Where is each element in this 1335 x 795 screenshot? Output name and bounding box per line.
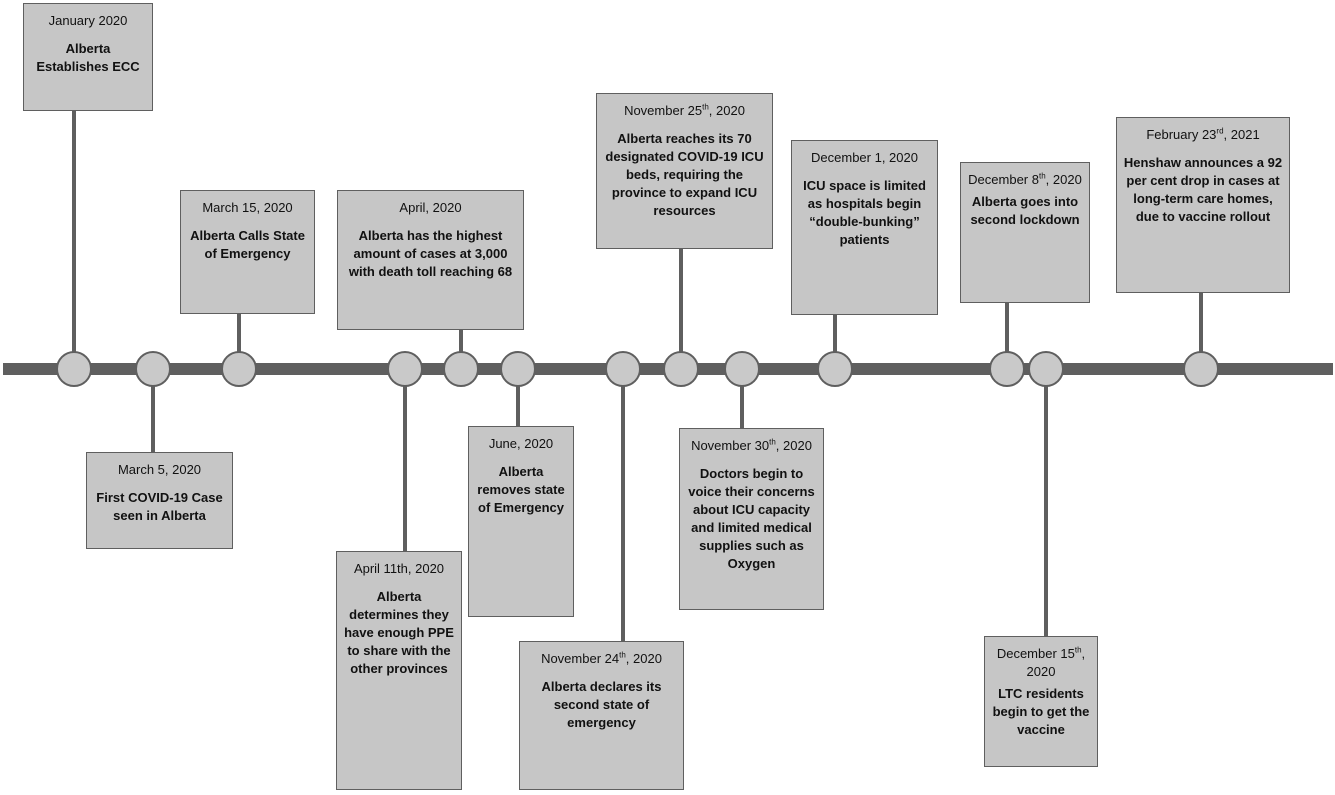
event-date-suffix: th <box>769 437 776 447</box>
event-date-tail: , 2021 <box>1223 127 1260 142</box>
event-date: February 23rd, 2021 <box>1123 126 1283 144</box>
event-date-main: December 1, 2020 <box>811 150 918 165</box>
event-date-main: February 23 <box>1146 127 1217 142</box>
connector-line <box>1005 303 1009 369</box>
event-description: Alberta removes state of Emergency <box>477 464 565 515</box>
event-date: November 30th, 2020 <box>686 437 817 455</box>
event-description: ICU space is limited as hospitals begin … <box>803 178 926 247</box>
connector-line <box>516 369 520 426</box>
connector-line <box>679 249 683 369</box>
timeline-node <box>443 351 479 387</box>
timeline-node <box>387 351 423 387</box>
connector-line <box>459 330 463 369</box>
connector-line <box>740 369 744 428</box>
timeline-node <box>724 351 760 387</box>
event-date: March 5, 2020 <box>93 461 226 479</box>
event-date: March 15, 2020 <box>187 199 308 217</box>
connector-line <box>72 111 76 369</box>
connector-line <box>403 369 407 551</box>
event-date: January 2020 <box>30 12 146 30</box>
connector-line <box>237 314 241 369</box>
event-description: Henshaw announces a 92 per cent drop in … <box>1123 155 1283 224</box>
event-date: April, 2020 <box>344 199 517 217</box>
event-description: Alberta reaches its 70 designated COVID-… <box>605 131 764 218</box>
event-date: April 11th, 2020 <box>343 560 455 578</box>
timeline-node <box>56 351 92 387</box>
event-date: June, 2020 <box>475 435 567 453</box>
event-date-suffix: th <box>619 650 626 660</box>
event-description: Alberta Establishes ECC <box>36 41 140 74</box>
event-date-main: November 30 <box>691 438 770 453</box>
event-date-main: January 2020 <box>48 13 128 28</box>
event-date: December 1, 2020 <box>798 149 931 167</box>
timeline-node <box>1028 351 1064 387</box>
connector-line <box>1199 293 1203 369</box>
event-date-main: December 8 <box>968 172 1039 187</box>
event-date-main: November 25 <box>624 103 703 118</box>
event-description: Alberta determines they have enough PPE … <box>344 589 454 676</box>
event-description: LTC residents begin to get the vaccine <box>992 686 1090 737</box>
event-date-main: November 24 <box>541 651 620 666</box>
timeline-node <box>605 351 641 387</box>
event-date-main: March 15, 2020 <box>202 200 293 215</box>
event-date-main: December 15 <box>996 646 1075 661</box>
timeline-node <box>817 351 853 387</box>
event-date: December 15th, 2020 <box>991 645 1091 681</box>
event-description: Alberta goes into second lockdown <box>970 194 1080 227</box>
connector-line <box>833 315 837 369</box>
event-date-suffix: th <box>1074 645 1082 655</box>
event-description: First COVID-19 Case seen in Alberta <box>96 490 223 523</box>
event-date-suffix: th <box>1038 171 1046 181</box>
event-date: November 24th, 2020 <box>526 650 677 668</box>
event-description: Alberta has the highest amount of cases … <box>348 228 513 279</box>
event-date-tail: , 2020 <box>1026 646 1086 679</box>
event-date-main: March 5, 2020 <box>117 462 202 477</box>
event-date: November 25th, 2020 <box>603 102 766 120</box>
event-description: Alberta Calls State of Emergency <box>190 228 305 261</box>
timeline-node <box>663 351 699 387</box>
timeline-node <box>221 351 257 387</box>
timeline-node <box>989 351 1025 387</box>
event-date-main: June, 2020 <box>488 436 554 451</box>
event-date: December 8th, 2020 <box>967 171 1083 189</box>
event-date-main: April 11th, 2020 <box>353 561 445 576</box>
connector-line <box>1044 369 1048 636</box>
event-date-suffix: rd <box>1216 126 1224 136</box>
event-description: Alberta declares its second state of eme… <box>541 679 662 730</box>
timeline-node <box>1183 351 1219 387</box>
event-date-tail: , 2020 <box>775 438 812 453</box>
event-date-tail: , 2020 <box>1045 172 1082 187</box>
connector-line <box>621 369 625 641</box>
event-date-tail: , 2020 <box>708 103 745 118</box>
connector-line <box>151 369 155 452</box>
event-description: Doctors begin to voice their concerns ab… <box>688 466 815 571</box>
timeline-node <box>135 351 171 387</box>
event-date-tail: , 2020 <box>625 651 662 666</box>
event-date-main: April, 2020 <box>399 200 462 215</box>
timeline-node <box>500 351 536 387</box>
event-date-suffix: th <box>702 102 709 112</box>
